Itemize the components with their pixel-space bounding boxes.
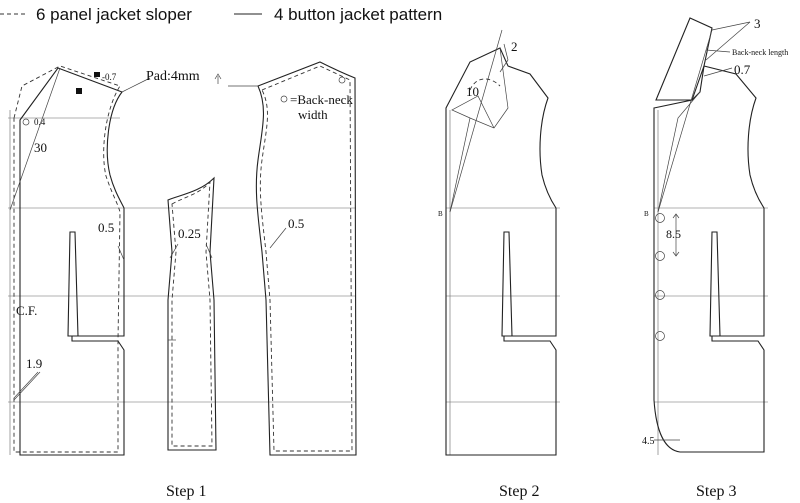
step2-collar-curve bbox=[469, 78, 501, 91]
pad-arrow-head bbox=[214, 73, 222, 80]
step2-label-10: 10 bbox=[466, 84, 479, 99]
back-neck-symbol-back bbox=[338, 76, 346, 84]
step2-front-outline bbox=[445, 47, 557, 456]
label-neg07: -0.7 bbox=[102, 72, 117, 82]
step3-label-back-neck-length: Back-neck length bbox=[732, 48, 788, 57]
step2-label-2: 2 bbox=[511, 39, 518, 54]
label-05-back: 0.5 bbox=[288, 216, 304, 231]
legend-solid-label: 4 button jacket pattern bbox=[274, 5, 442, 24]
label-025: 0.25 bbox=[178, 226, 201, 241]
button-1 bbox=[655, 213, 665, 223]
front-dart bbox=[67, 231, 79, 337]
step3-label-07: 0.7 bbox=[734, 62, 751, 77]
step3-label-3: 3 bbox=[754, 16, 761, 31]
shoulder-square-marker bbox=[94, 72, 100, 77]
hem-mark-line bbox=[13, 371, 41, 401]
back-neck-legend-symbol bbox=[280, 95, 288, 103]
button-spacing-arrows bbox=[672, 213, 680, 257]
button-3 bbox=[655, 290, 665, 300]
step3-lapel-edge bbox=[657, 91, 701, 213]
step3-label-45: 4.5 bbox=[642, 436, 655, 447]
side-025-arrow-left bbox=[169, 243, 179, 259]
label-05-front: 0.5 bbox=[98, 220, 114, 235]
step2-2-leader-b bbox=[499, 59, 509, 73]
step3-label-85: 8.5 bbox=[666, 227, 681, 241]
label-30: 30 bbox=[34, 140, 47, 155]
label-pad: Pad:4mm bbox=[146, 69, 200, 84]
step3-bnl-leader bbox=[705, 49, 731, 53]
back-panel-sloper bbox=[259, 65, 353, 452]
step3-title: Step 3 bbox=[696, 483, 736, 500]
step3-dart bbox=[709, 231, 721, 337]
neck-square-marker bbox=[76, 88, 82, 94]
step2-title: Step 2 bbox=[499, 483, 539, 500]
step1-title: Step 1 bbox=[166, 483, 206, 500]
step2-2-leader-a bbox=[503, 43, 509, 61]
step2-roll-line bbox=[449, 29, 503, 213]
step3-front-outline bbox=[653, 65, 765, 453]
legend: 6 panel jacket sloper 4 button jacket pa… bbox=[0, 5, 442, 24]
front-panel-outline bbox=[19, 67, 125, 456]
front-05-arrow bbox=[117, 245, 125, 261]
step3-3-leader-a bbox=[711, 21, 751, 31]
step2-diagram: 2 10 B Step 2 bbox=[438, 29, 560, 500]
step2-dart bbox=[501, 231, 513, 337]
step2-label-b: B bbox=[438, 210, 443, 218]
front-panel-sloper bbox=[13, 65, 121, 453]
step3-3-leader-b bbox=[705, 21, 751, 61]
label-back-neck-2: width bbox=[298, 107, 328, 122]
back-neck-symbol-front bbox=[22, 118, 30, 126]
hem-19-arrow bbox=[13, 371, 39, 399]
step3-roll-line bbox=[657, 29, 713, 213]
step1-diagram: -0.7 0.4 30 Pad:4mm =Back-neck width 0.5… bbox=[8, 61, 357, 500]
step3-label-b: B bbox=[644, 210, 649, 218]
step3-diagram: 3 Back-neck length 0.7 B 8.5 4.5 Step 3 bbox=[642, 16, 788, 500]
label-19: 1.9 bbox=[26, 356, 42, 371]
side-panel-outline bbox=[167, 176, 217, 451]
button-4 bbox=[655, 331, 665, 341]
legend-dashed-label: 6 panel jacket sloper bbox=[36, 5, 192, 24]
lapel-roll-line bbox=[9, 67, 61, 211]
side-panel-sloper bbox=[171, 180, 213, 447]
label-cf: C.F. bbox=[16, 303, 37, 318]
side-025-arrow-right bbox=[205, 243, 213, 259]
label-04: 0.4 bbox=[34, 117, 46, 127]
back-panel-outline bbox=[255, 61, 357, 456]
front-pad-leader bbox=[121, 77, 151, 93]
back-05-arrow bbox=[269, 227, 287, 249]
step2-lapel bbox=[449, 47, 509, 213]
label-back-neck-1: =Back-neck bbox=[290, 92, 353, 107]
step3-07-leader bbox=[703, 67, 733, 77]
step2-lapel-fold bbox=[451, 95, 495, 129]
button-2 bbox=[655, 251, 665, 261]
